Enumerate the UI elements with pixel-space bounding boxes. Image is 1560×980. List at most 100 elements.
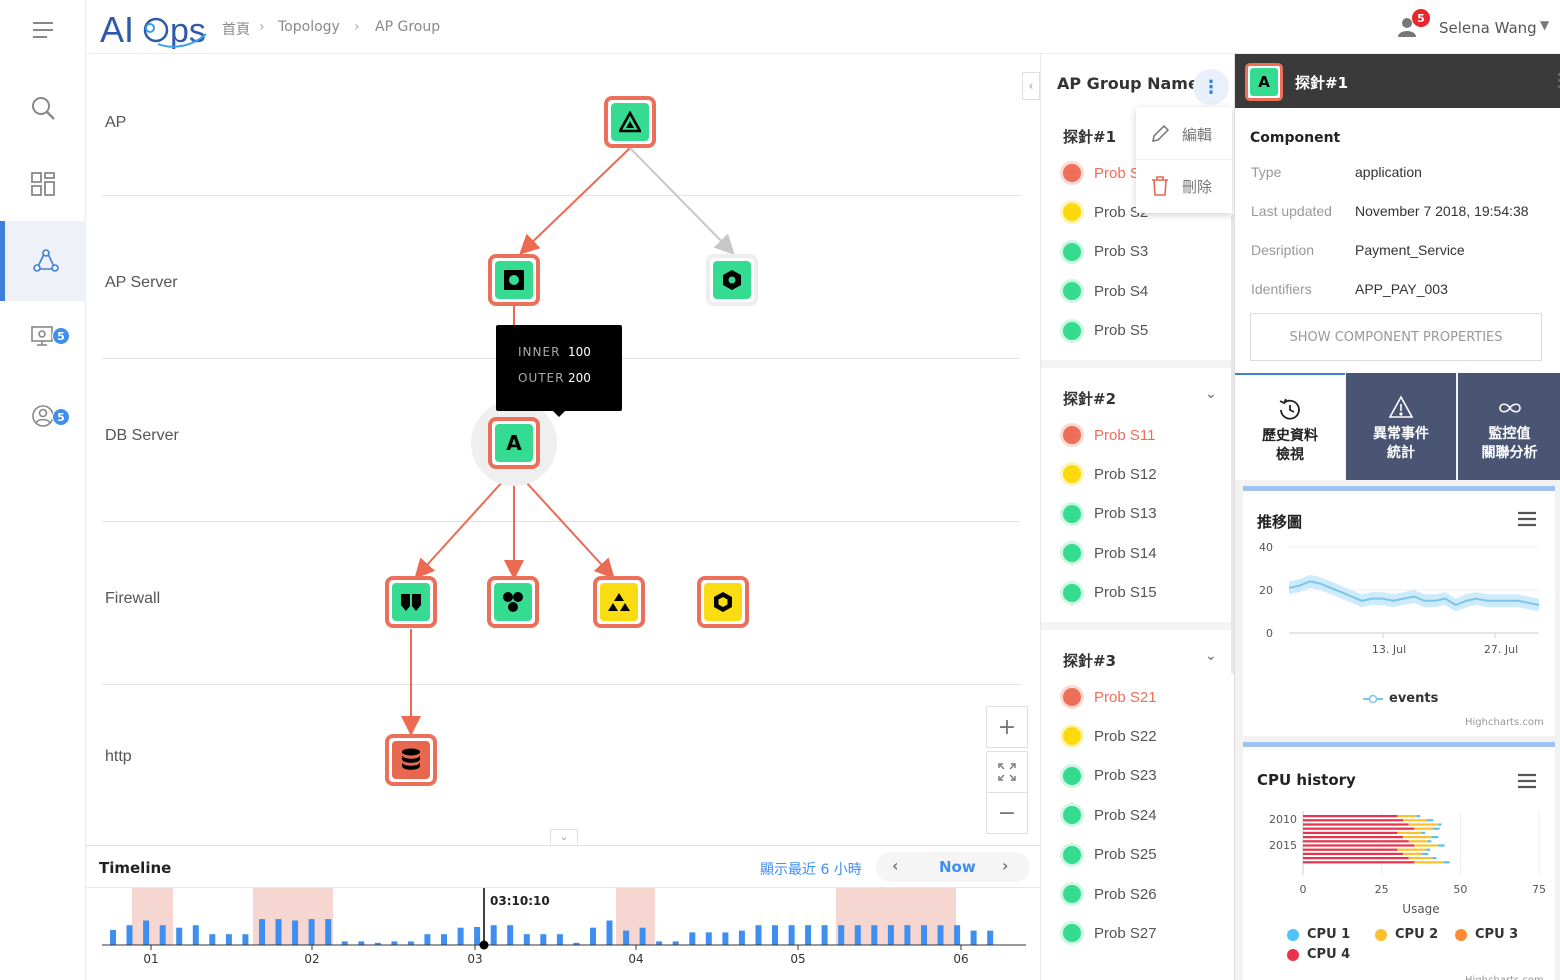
field-type-value: application bbox=[1355, 164, 1422, 180]
cpu-legend-cpu4[interactable]: CPU 4 bbox=[1287, 947, 1350, 962]
timeline-toggle-button[interactable]: ⌄ bbox=[550, 829, 578, 844]
chevron-down-icon[interactable]: ▼ bbox=[1540, 18, 1550, 32]
probe-group-title[interactable]: 探針#3 bbox=[1063, 652, 1117, 670]
node-ap-server-2[interactable] bbox=[706, 254, 758, 306]
probe-item[interactable]: Prob S11 bbox=[1063, 423, 1155, 447]
cpu-legend-cpu1[interactable]: CPU 1 bbox=[1287, 927, 1350, 942]
nav-users[interactable]: 5 bbox=[0, 376, 86, 456]
probe-label: Prob S13 bbox=[1094, 505, 1157, 523]
probe-item[interactable]: Prob S24 bbox=[1063, 803, 1157, 827]
menu-button[interactable] bbox=[0, 0, 86, 70]
node-firewall-4[interactable] bbox=[697, 576, 749, 628]
breadcrumb-home[interactable]: 首頁 bbox=[222, 22, 250, 38]
status-dot bbox=[1063, 504, 1081, 523]
chevron-down-icon[interactable]: ⌄ bbox=[1205, 648, 1217, 664]
zoom-out-button[interactable]: − bbox=[986, 792, 1028, 834]
probe-item[interactable]: Prob S5 bbox=[1063, 319, 1148, 343]
tooltip-arrow bbox=[551, 409, 567, 417]
timeline-range-label[interactable]: 顯示最近 6 小時 bbox=[760, 862, 862, 878]
topology-canvas[interactable]: AP AP Server DB Server Firewall http A bbox=[86, 54, 1040, 844]
show-properties-button[interactable]: SHOW COMPONENT PROPERTIES bbox=[1250, 313, 1542, 361]
timeline-tick-label: 04 bbox=[628, 952, 643, 966]
probe-list-scrollbar[interactable] bbox=[1231, 214, 1235, 674]
cpu-bar bbox=[1403, 852, 1422, 855]
detail-title: 探針#1 bbox=[1295, 74, 1349, 92]
probe-item[interactable]: Prob S21 bbox=[1063, 685, 1157, 709]
probe-item[interactable]: Prob S22 bbox=[1063, 724, 1157, 748]
menu-delete[interactable]: 刪除 bbox=[1136, 161, 1232, 211]
tab-correlation[interactable]: 監控值 關聯分析 bbox=[1458, 373, 1560, 480]
collapse-panel-button[interactable]: ‹ bbox=[1022, 72, 1040, 100]
chevron-down-icon[interactable]: ⌄ bbox=[1205, 386, 1217, 402]
timeline-bar bbox=[242, 934, 249, 945]
probe-item[interactable]: Prob S23 bbox=[1063, 764, 1157, 788]
cpu-bar bbox=[1414, 861, 1444, 864]
probe-item[interactable]: Prob S2 bbox=[1063, 200, 1148, 224]
nav-topology[interactable] bbox=[0, 221, 86, 301]
trend-chart-menu-icon[interactable] bbox=[1517, 511, 1537, 531]
probe-item[interactable]: Prob S26 bbox=[1063, 882, 1157, 906]
probe-label: Prob S4 bbox=[1094, 282, 1149, 300]
cpu-legend-cpu3[interactable]: CPU 3 bbox=[1455, 927, 1518, 942]
probe-group-title[interactable]: 探針#1 bbox=[1063, 128, 1117, 146]
timeline-bar bbox=[391, 941, 398, 945]
cpu-chart-menu-icon[interactable] bbox=[1517, 773, 1537, 793]
node-firewall-1[interactable] bbox=[385, 576, 437, 628]
logo[interactable]: AI ps bbox=[98, 6, 216, 56]
probe-item[interactable]: Prob S14 bbox=[1063, 541, 1157, 565]
tab-anomaly[interactable]: 異常事件 統計 bbox=[1346, 373, 1456, 480]
probe-item[interactable]: Prob S25 bbox=[1063, 843, 1157, 867]
probe-item[interactable]: Prob S12 bbox=[1063, 462, 1157, 486]
breadcrumb-topology[interactable]: Topology bbox=[278, 19, 340, 35]
notification-button[interactable]: 5 bbox=[1398, 9, 1430, 42]
field-identifiers-key: Identifiers bbox=[1251, 281, 1312, 297]
probe-item[interactable]: Prob S4 bbox=[1063, 279, 1148, 303]
timeline-next-button[interactable]: › bbox=[1002, 856, 1009, 875]
trend-y-tick: 40 bbox=[1259, 541, 1273, 554]
timeline-cursor-handle[interactable] bbox=[479, 940, 489, 950]
trend-series-line[interactable] bbox=[1288, 580, 1540, 607]
history-icon bbox=[1279, 398, 1300, 420]
timeline-bar bbox=[540, 934, 547, 945]
probe-item[interactable]: Prob S15 bbox=[1063, 581, 1157, 605]
fit-view-button[interactable] bbox=[986, 751, 1028, 793]
probe-item[interactable]: Prob S1 bbox=[1063, 161, 1148, 185]
cpu-bar bbox=[1408, 823, 1438, 826]
probe-item[interactable]: Prob S3 bbox=[1063, 240, 1148, 264]
timeline-bar bbox=[159, 925, 166, 945]
node-firewall-2[interactable] bbox=[487, 576, 539, 628]
nav-search[interactable] bbox=[0, 68, 86, 148]
node-firewall-3[interactable] bbox=[593, 576, 645, 628]
timeline-now-button[interactable]: Now bbox=[939, 858, 976, 876]
more-options-button[interactable]: ⋮ bbox=[1193, 69, 1229, 105]
probe-item[interactable]: Prob S13 bbox=[1063, 502, 1157, 526]
search-icon bbox=[32, 97, 55, 120]
detail-more-button[interactable]: ⋮ bbox=[1550, 70, 1560, 91]
node-http[interactable] bbox=[385, 734, 437, 786]
cpu-bar bbox=[1397, 848, 1427, 851]
node-ap[interactable] bbox=[604, 96, 656, 148]
timeline-bar bbox=[507, 925, 514, 945]
probe-group-title[interactable]: 探針#2 bbox=[1063, 390, 1117, 408]
zoom-in-button[interactable]: + bbox=[986, 706, 1028, 748]
cpu-bar bbox=[1437, 823, 1442, 826]
node-db-server[interactable]: A bbox=[488, 417, 540, 469]
nav-dashboard[interactable] bbox=[0, 144, 86, 224]
nav-monitor[interactable]: 5 bbox=[0, 296, 86, 376]
timeline-prev-button[interactable]: ‹ bbox=[892, 856, 899, 875]
trend-legend-events[interactable]: events bbox=[1363, 691, 1438, 706]
status-dot bbox=[1063, 583, 1081, 602]
timeline-bar bbox=[788, 925, 795, 945]
timeline-bars bbox=[110, 919, 994, 945]
tab-history[interactable]: 歷史資料 檢視 bbox=[1235, 373, 1345, 480]
cpu-legend-cpu2[interactable]: CPU 2 bbox=[1375, 927, 1438, 942]
menu-edit[interactable]: 編輯 bbox=[1136, 109, 1232, 159]
node-ap-server-1[interactable] bbox=[488, 254, 540, 306]
probe-item[interactable]: Prob S27 bbox=[1063, 921, 1157, 945]
user-name[interactable]: Selena Wang bbox=[1439, 19, 1537, 37]
component-badge-letter: A bbox=[1250, 68, 1278, 96]
probe-label: Prob S3 bbox=[1094, 243, 1149, 261]
